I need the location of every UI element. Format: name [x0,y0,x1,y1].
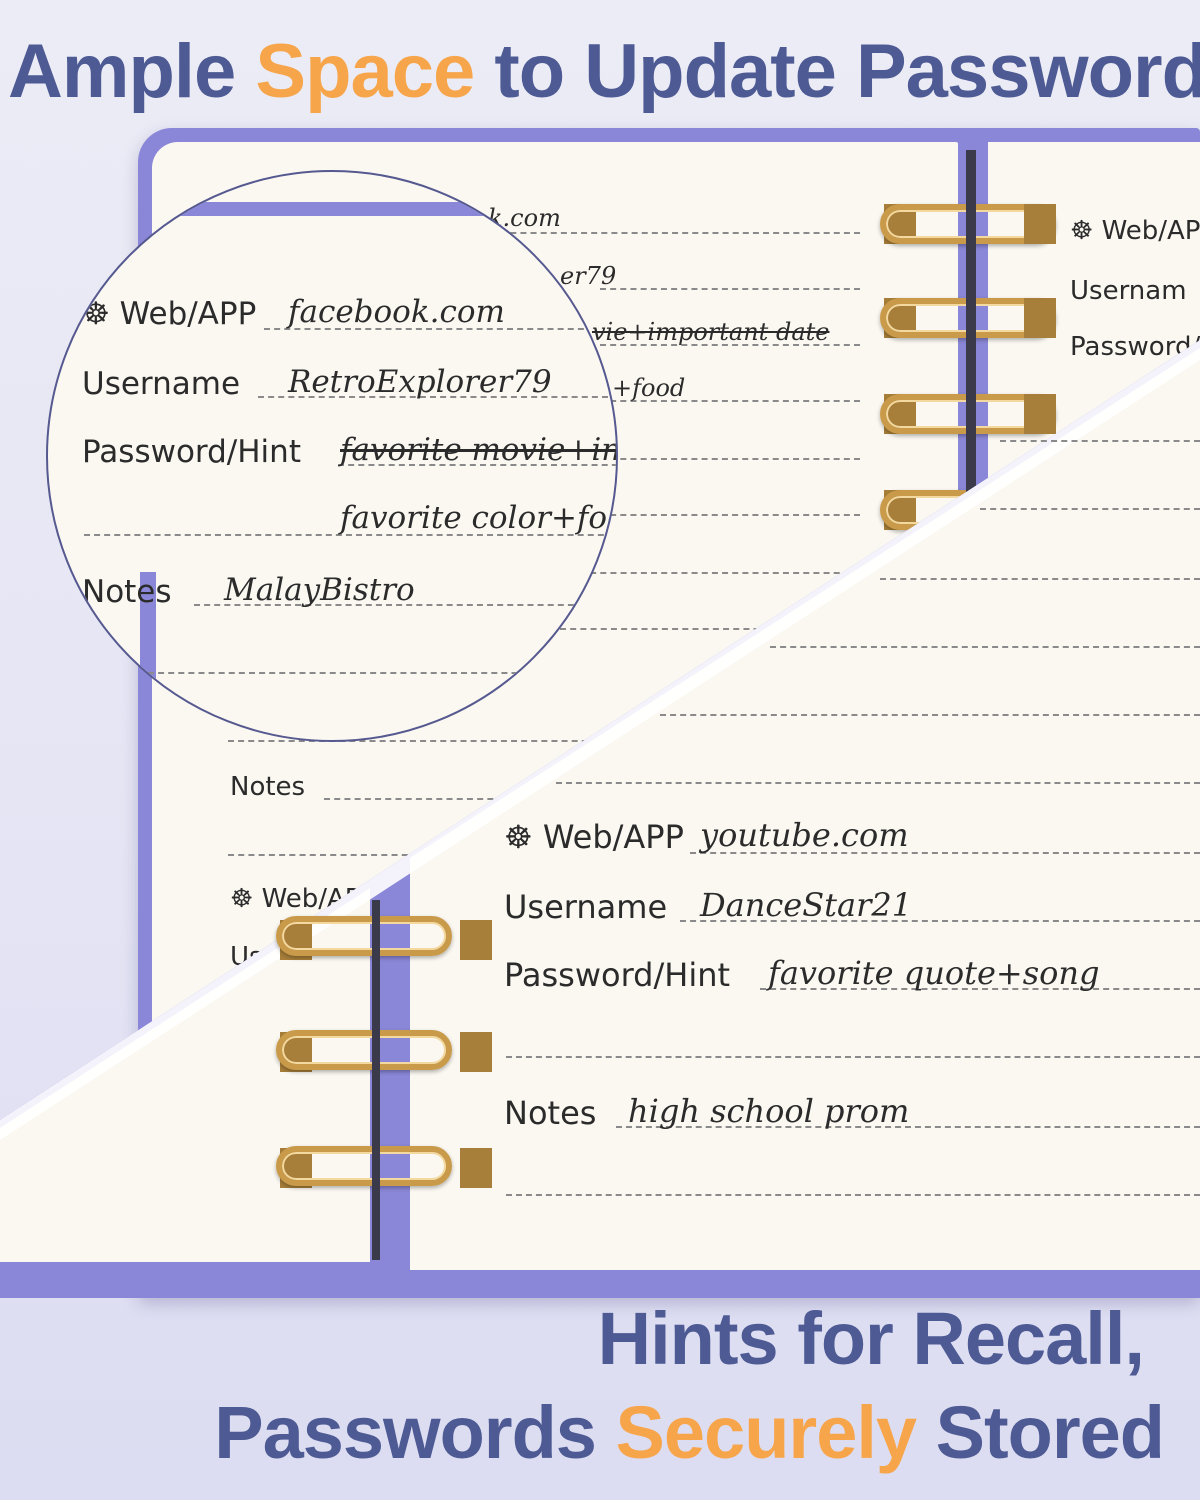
entry2-username-label: Username [504,888,668,926]
rule [338,464,616,466]
fragment-username-value: er79 [560,262,617,290]
entry2-web-value: youtube.com [700,816,909,854]
upper-right-username-label: Usernam [1070,276,1187,306]
rule [616,1126,1200,1128]
rule [770,646,1200,648]
rule [680,920,1200,922]
footer-line1: Hints for Recall, [597,1297,1145,1380]
rule [480,232,860,234]
entry1-username-value: RetroExplorer79 [288,364,552,400]
entry1-password-struck-value: favorite movie+important date [340,432,616,468]
rule [600,288,860,290]
footer-line2-accent: Securely [615,1391,918,1474]
rule [258,396,608,398]
entry1-notes-label: Notes [82,574,172,610]
ring [276,1146,452,1186]
headline-accent: Space [255,29,475,114]
rule [600,458,860,460]
entry1-password-label: Password/Hint [82,434,301,470]
ring [276,1030,452,1070]
rule [980,508,1200,510]
headline-part2: to Update Passwords [474,29,1200,114]
rule [760,988,1200,990]
fragment-password-new-value: +food [612,374,686,402]
footer-line2-part1: Passwords [214,1391,616,1474]
magnifier-cover-side [140,572,156,740]
rule [228,854,418,856]
rule [580,572,860,574]
footer-line2-part2: Stored [916,1391,1165,1474]
rule [228,740,608,742]
entry1-web-label: ☸ Web/APP [82,296,257,332]
entry1-web-value: facebook.com [288,294,505,330]
magnifier-cover-edge [48,202,568,216]
ring [276,916,452,956]
spine-line [966,150,976,530]
lower-spine-line [372,900,380,1260]
fragment-password-value: vie+important date [592,318,830,346]
entry2-notes-label: Notes [504,1094,597,1132]
headline-part1: Ample [8,29,256,114]
rule [148,672,568,674]
rule [690,852,1200,854]
rule [560,628,780,630]
rule [600,514,860,516]
rule [506,1194,1200,1196]
entry2-username-value: DanceStar21 [700,886,913,924]
rule [324,798,524,800]
entry1-password-new-value: favorite color+food [340,500,618,536]
rule [660,714,1200,716]
rule [600,344,860,346]
rule [506,1056,1200,1058]
rule [194,604,584,606]
rule [264,328,594,330]
rule [880,578,1200,580]
rule [1000,440,1200,442]
entry2-notes-value: high school prom [628,1092,910,1130]
footer-line2: Passwords Securely Stored [214,1390,1165,1475]
entry1-notes-value: MalayBistro [224,572,415,608]
left-notes-label: Notes [230,772,306,802]
rule [556,782,1200,784]
upper-right-web-label: ☸ Web/APF [1070,216,1200,246]
rule [600,400,860,402]
entry2-password-label: Password/Hint [504,956,731,994]
magnifier-circle: ☸ Web/APP facebook.com Username RetroExp… [46,170,618,742]
entry2-password-value: favorite quote+song [768,954,1100,992]
entry1-username-label: Username [82,366,241,402]
headline: Ample Space to Update Passwords [8,22,1200,122]
entry2-web-label: ☸ Web/APP [504,818,684,856]
rule [84,534,616,536]
